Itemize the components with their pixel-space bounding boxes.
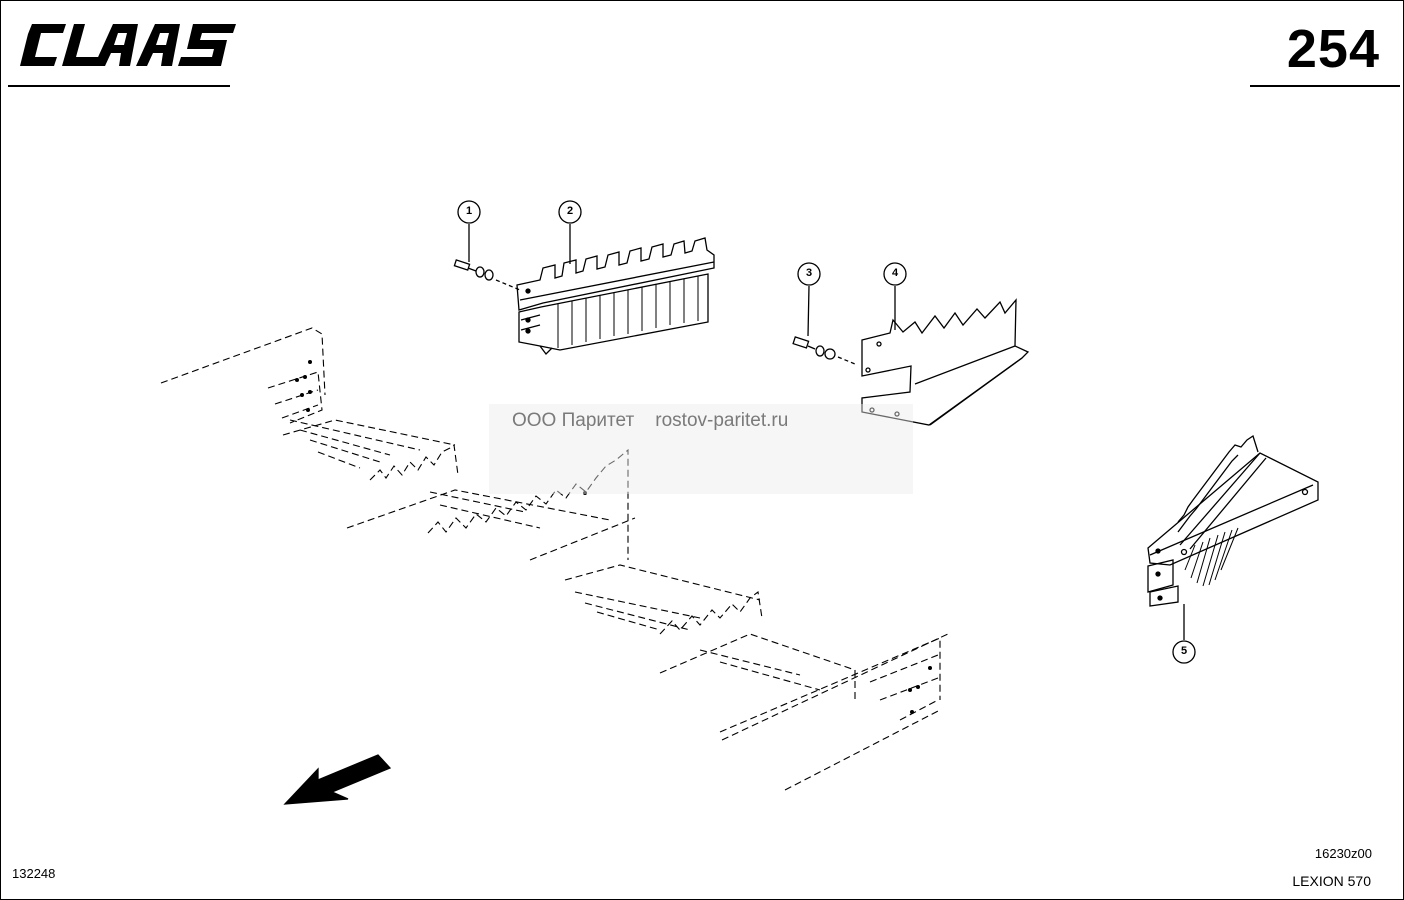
part-4-toothed-plate — [861, 298, 1030, 426]
callout-1-circle — [457, 200, 481, 224]
page-number: 254 — [1286, 19, 1380, 79]
callout-2-label: 2 — [566, 205, 574, 217]
callout-2-circle — [558, 200, 582, 224]
callout-3-label: 3 — [805, 267, 813, 279]
watermark-site: rostov-paritet.ru — [655, 410, 789, 431]
watermark-text: ООО Паритет rostov-paritet.ru — [512, 410, 788, 432]
dashed-machine-outline — [160, 327, 951, 791]
watermark-company: ООО Паритет — [512, 410, 635, 431]
header-rule-right — [1250, 85, 1400, 87]
part-3-bolt — [792, 336, 856, 365]
callout-1-label: 1 — [465, 205, 473, 217]
callout-5-label: 5 — [1180, 645, 1188, 657]
claas-logo — [20, 24, 236, 66]
drawing-code: 16230z00 — [1314, 846, 1372, 861]
part-2-guide-rail — [516, 237, 715, 355]
direction-arrow — [283, 754, 392, 805]
document-number: 132248 — [12, 866, 56, 881]
outline-holes — [295, 360, 932, 714]
part-5-guide-bracket — [1147, 434, 1319, 607]
callout-3-circle — [797, 262, 821, 286]
callout-4-circle — [883, 262, 907, 286]
callout-4-label: 4 — [891, 267, 899, 279]
header-rule-left — [8, 85, 230, 87]
part-1-bolt — [453, 259, 521, 291]
callout-5-circle — [1172, 640, 1196, 664]
model-name: LEXION 570 — [1292, 873, 1371, 889]
watermark-band — [489, 404, 913, 494]
callout-leaders — [468, 224, 1185, 640]
